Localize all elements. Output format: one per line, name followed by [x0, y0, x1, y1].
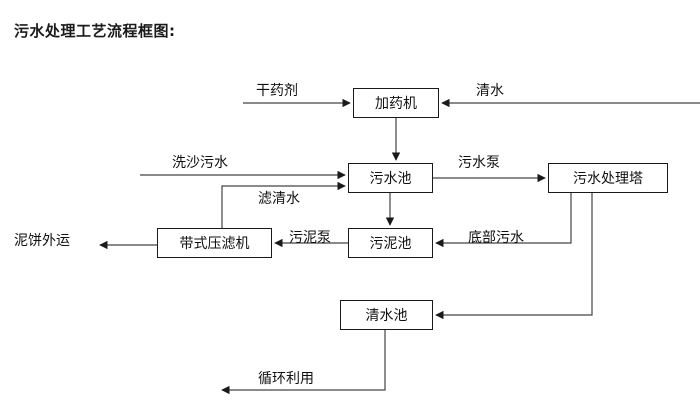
edge-label-filtrate-water: 滤清水 — [258, 191, 300, 207]
connector-tower-to-sludge — [435, 193, 572, 248]
edge-label-sludge-pump: 污泥泵 — [289, 230, 331, 246]
connector-clean-water-to-reuse — [221, 330, 386, 395]
edge-label-recycle-reuse: 循环利用 — [258, 371, 314, 387]
node-label: 带式压滤机 — [179, 236, 250, 252]
node-sludge-pool[interactable]: 污泥池 — [348, 228, 433, 258]
node-label: 污水处理塔 — [573, 171, 643, 187]
node-label: 加药机 — [375, 96, 417, 112]
terminal-label-dry-chemical: 干药剂 — [256, 83, 298, 99]
terminal-label-mud-cake-out: 泥饼外运 — [14, 233, 70, 249]
node-treatment-tower[interactable]: 污水处理塔 — [548, 163, 668, 193]
node-dosing-machine[interactable]: 加药机 — [353, 88, 439, 118]
node-label: 污水池 — [369, 171, 412, 187]
node-belt-filter-press[interactable]: 带式压滤机 — [157, 228, 272, 258]
node-clean-water-pool[interactable]: 清水池 — [340, 300, 433, 330]
connector-filtrate-to-wastewater-pool — [221, 181, 346, 228]
edge-label-bottom-wastewater: 底部污水 — [468, 230, 524, 246]
terminal-label-sand-wash-wastewater: 洗沙污水 — [172, 155, 228, 171]
terminal-label-clean-water-in: 清水 — [476, 83, 504, 99]
node-label: 清水池 — [365, 308, 408, 324]
edge-label-wastewater-pump: 污水泵 — [458, 155, 500, 171]
connector-tower-to-clean-water — [435, 193, 593, 320]
page-title: 污水处理工艺流程框图: — [14, 22, 176, 40]
node-label: 污泥池 — [369, 236, 412, 252]
node-wastewater-pool[interactable]: 污水池 — [348, 163, 433, 193]
